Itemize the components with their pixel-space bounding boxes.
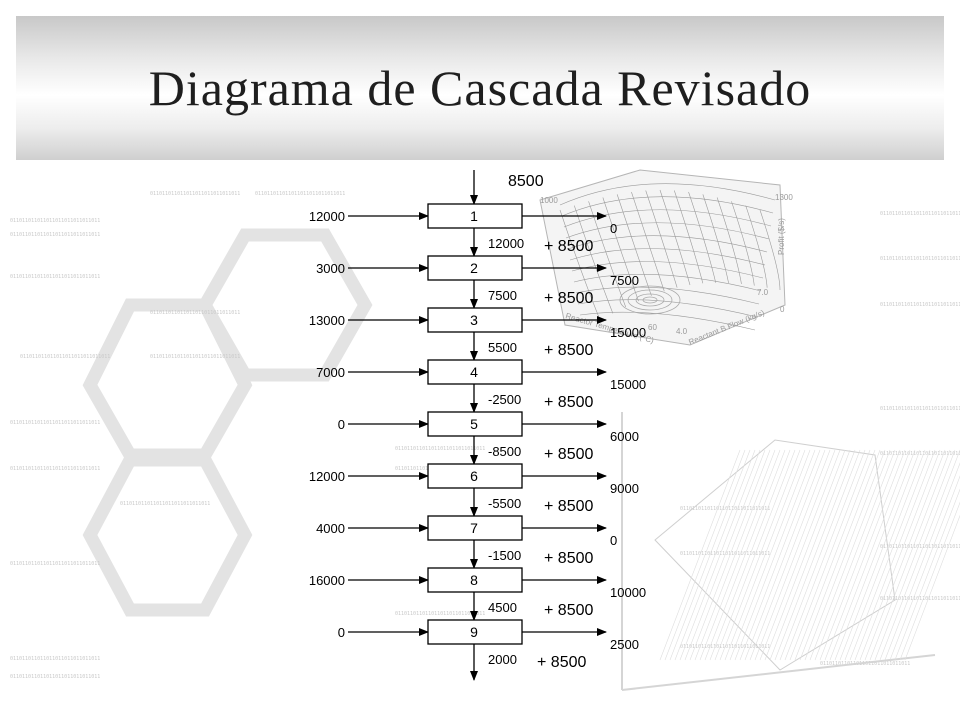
top-input-label: 8500 — [508, 173, 544, 190]
svg-text:011011011011011011011011011011: 011011011011011011011011011011 — [880, 302, 960, 308]
input-value-1: 12000 — [309, 209, 345, 224]
svg-text:011011011011011011011011011011: 011011011011011011011011011011 — [10, 232, 100, 238]
output-value-3: 15000 — [610, 325, 646, 340]
adjustment-label-3: + 8500 — [544, 342, 593, 359]
contour-plot — [619, 285, 681, 315]
svg-text:011011011011011011011011011011: 011011011011011011011011011011 — [150, 354, 240, 360]
input-value-3: 13000 — [309, 313, 345, 328]
input-value-6: 12000 — [309, 469, 345, 484]
svg-text:011011011011011011011011011011: 011011011011011011011011011011 — [255, 191, 345, 197]
residual-value-3: 5500 — [488, 340, 517, 355]
svg-text:011011011011011011011011011011: 011011011011011011011011011011 — [10, 466, 100, 472]
interval-number-8: 8 — [470, 572, 478, 588]
interval-number-5: 5 — [470, 416, 478, 432]
input-value-7: 4000 — [316, 521, 345, 536]
feasible-region-decoration — [621, 412, 960, 691]
adjustment-label-6: + 8500 — [544, 498, 593, 515]
svg-text:011011011011011011011011011011: 011011011011011011011011011011 — [880, 451, 960, 457]
svg-text:011011011011011011011011011011: 011011011011011011011011011011 — [20, 354, 110, 360]
z-tick-0: 0 — [780, 305, 785, 314]
svg-text:011011011011011011011011011011: 011011011011011011011011011011 — [880, 544, 960, 550]
interval-box-2 — [427, 255, 523, 281]
svg-text:011011011011011011011011011011: 011011011011011011011011011011 — [880, 211, 960, 217]
slide-title: Diagrama de Cascada Revisado — [148, 60, 812, 116]
interval-box-5 — [427, 411, 523, 437]
svg-text:011011011011011011011011011011: 011011011011011011011011011011 — [820, 661, 910, 667]
output-value-6: 9000 — [610, 481, 639, 496]
adjustment-label-7: + 8500 — [544, 550, 593, 567]
residual-value-7: -1500 — [488, 548, 521, 563]
interval-number-6: 6 — [470, 468, 478, 484]
output-value-9: 2500 — [610, 637, 639, 652]
output-value-1: 0 — [610, 221, 617, 236]
svg-text:011011011011011011011011011011: 011011011011011011011011011011 — [10, 656, 100, 662]
output-value-7: 0 — [610, 533, 617, 548]
interval-number-2: 2 — [470, 260, 478, 276]
x-tick-4: 4.0 — [676, 327, 688, 336]
input-value-2: 3000 — [316, 261, 345, 276]
output-value-8: 10000 — [610, 585, 646, 600]
svg-text:011011011011011011011011011011: 011011011011011011011011011011 — [10, 561, 100, 567]
title-bar: Diagrama de Cascada Revisado — [16, 16, 944, 160]
y-tick-7: 7.0 — [757, 288, 769, 297]
interval-number-7: 7 — [470, 520, 478, 536]
adjustment-label-5: + 8500 — [544, 446, 593, 463]
svg-text:011011011011011011011011011011: 011011011011011011011011011011 — [680, 506, 770, 512]
hexagon-decoration — [82, 228, 373, 617]
svg-text:011011011011011011011011011011: 011011011011011011011011011011 — [120, 501, 210, 507]
output-value-4: 15000 — [610, 377, 646, 392]
residual-value-8: 4500 — [488, 600, 517, 615]
svg-text:011011011011011011011011011011: 011011011011011011011011011011 — [880, 596, 960, 602]
interval-number-1: 1 — [470, 208, 478, 224]
svg-text:011011011011011011011011011011: 011011011011011011011011011011 — [880, 256, 960, 262]
interval-box-7 — [427, 515, 523, 541]
residual-value-1: 12000 — [488, 236, 524, 251]
adjustment-label-1: + 8500 — [544, 238, 593, 255]
interval-number-9: 9 — [470, 624, 478, 640]
input-value-4: 7000 — [316, 365, 345, 380]
input-value-9: 0 — [338, 625, 345, 640]
z-tick-1300: 1300 — [775, 193, 793, 202]
output-value-2: 7500 — [610, 273, 639, 288]
input-value-5: 0 — [338, 417, 345, 432]
residual-value-4: -2500 — [488, 392, 521, 407]
svg-text:011011011011011011011011011011: 011011011011011011011011011011 — [10, 674, 100, 680]
z-tick-1000: 1000 — [540, 196, 558, 205]
interval-box-3 — [427, 307, 523, 333]
input-value-8: 16000 — [309, 573, 345, 588]
output-value-5: 6000 — [610, 429, 639, 444]
interval-box-6 — [427, 463, 523, 489]
svg-text:011011011011011011011011011011: 011011011011011011011011011011 — [10, 218, 100, 224]
svg-text:011011011011011011011011011011: 011011011011011011011011011011 — [150, 191, 240, 197]
interval-box-8 — [427, 567, 523, 593]
x-tick-60: 60 — [648, 323, 657, 332]
svg-text:011011011011011011011011011011: 011011011011011011011011011011 — [10, 274, 100, 280]
svg-text:011011011011011011011011011011: 011011011011011011011011011011 — [150, 310, 240, 316]
svg-text:011011011011011011011011011011: 011011011011011011011011011011 — [10, 420, 100, 426]
interval-box-4 — [427, 359, 523, 385]
interval-number-4: 4 — [470, 364, 478, 380]
residual-value-5: -8500 — [488, 444, 521, 459]
residual-value-6: -5500 — [488, 496, 521, 511]
svg-text:011011011011011011011011011011: 011011011011011011011011011011 — [880, 406, 960, 412]
interval-box-9 — [427, 619, 523, 645]
residual-value-2: 7500 — [488, 288, 517, 303]
adjustment-label-4: + 8500 — [544, 394, 593, 411]
interval-number-3: 3 — [470, 312, 478, 328]
adjustment-label-2: + 8500 — [544, 290, 593, 307]
z-axis-label: Profit ($/s) — [777, 218, 786, 255]
svg-text:011011011011011011011011011011: 011011011011011011011011011011 — [395, 446, 485, 452]
residual-value-9: 2000 — [488, 652, 517, 667]
interval-box-1 — [427, 203, 523, 229]
adjustment-label-9: + 8500 — [537, 654, 586, 671]
svg-text:011011011011011011011011011011: 011011011011011011011011011011 — [395, 611, 485, 617]
adjustment-label-8: + 8500 — [544, 602, 593, 619]
